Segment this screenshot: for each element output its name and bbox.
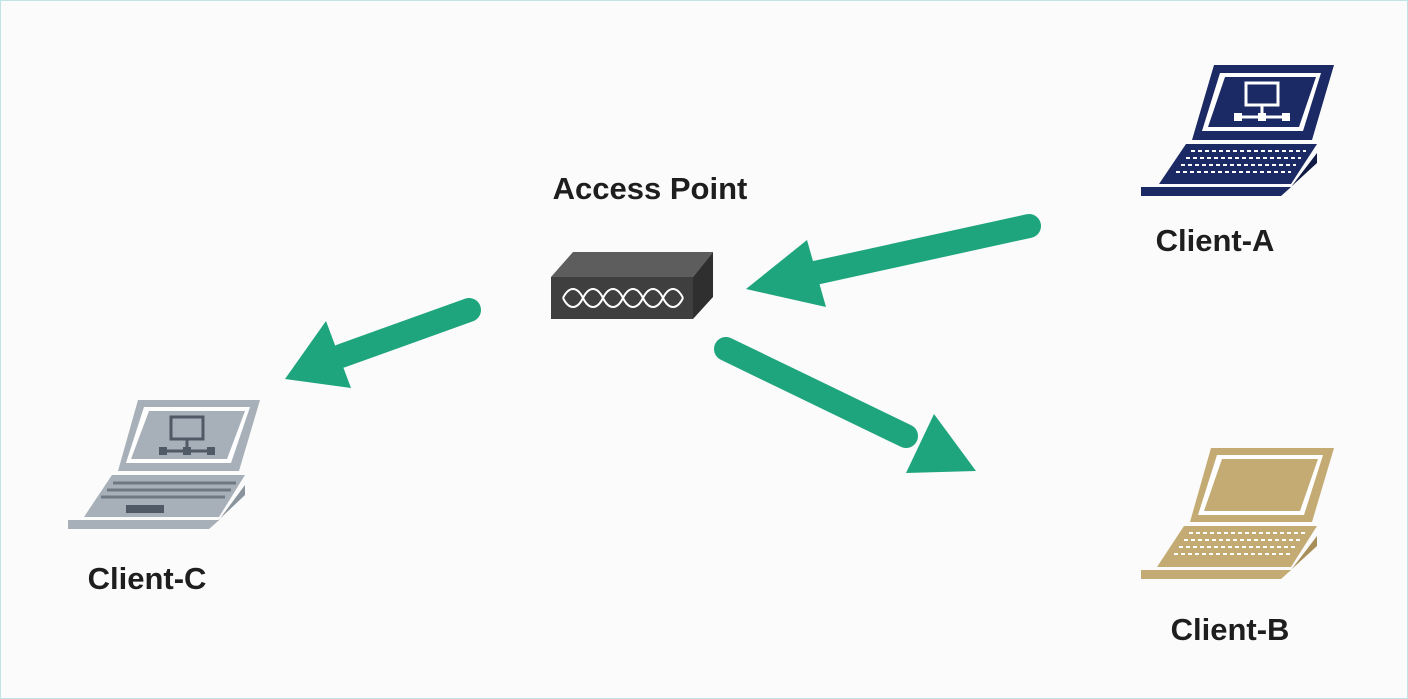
- arrow-access-point-to-client-b: [714, 337, 976, 473]
- access-point-label: Access Point: [552, 171, 748, 206]
- client-c-label: Client-C: [87, 561, 207, 596]
- client-a-label: Client-A: [1155, 223, 1275, 258]
- arrow-client-a-to-access-point: [746, 214, 1041, 307]
- laptop-icon-client-c: [68, 400, 260, 529]
- client-b-label: Client-B: [1170, 612, 1290, 647]
- access-point-icon: [551, 252, 713, 319]
- laptop-icon-client-a: [1141, 65, 1334, 196]
- laptop-icon-client-b: [1141, 448, 1334, 579]
- arrow-access-point-to-client-c: [285, 298, 481, 388]
